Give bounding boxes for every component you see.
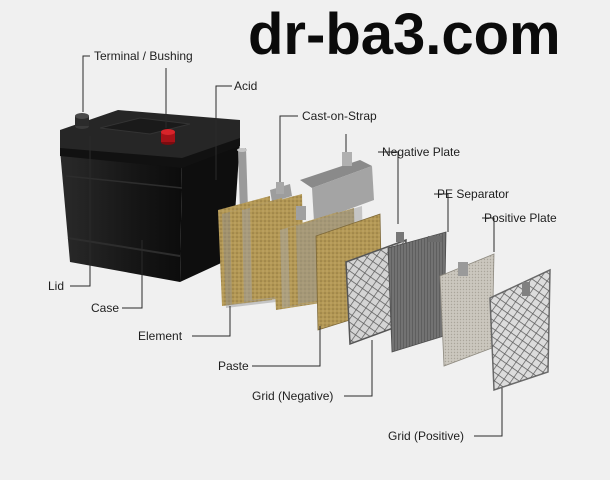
battery-front-face: [60, 150, 182, 282]
label-grid-negative: Grid (Negative): [252, 389, 334, 403]
label-cast-on-strap: Cast-on-Strap: [302, 109, 377, 123]
watermark-text: dr-ba3.com: [248, 2, 561, 67]
negative-terminal: [75, 113, 89, 129]
label-element: Element: [138, 329, 183, 343]
battery-lid-top: [60, 110, 240, 160]
pe-separator-shape: [387, 231, 447, 353]
battery-case: [60, 110, 240, 282]
grid-positive-shape: [489, 268, 551, 392]
leader-lines: [70, 55, 503, 437]
label-paste: Paste: [218, 359, 249, 373]
label-negative-plate: Negative Plate: [382, 145, 461, 159]
label-case: Case: [91, 301, 120, 315]
label-terminal-bushing: Terminal / Bushing: [94, 49, 193, 63]
positive-terminal: [161, 129, 175, 145]
label-positive-plate: Positive Plate: [484, 211, 557, 225]
label-grid-positive: Grid (Positive): [388, 429, 465, 443]
element-terminal-post: [238, 148, 248, 212]
cast-on-strap-block: [312, 166, 374, 222]
label-acid: Acid: [234, 79, 258, 93]
positive-plate-shape: [439, 253, 495, 367]
label-pe-separator: PE Separator: [437, 187, 510, 201]
label-lid: Lid: [48, 279, 65, 293]
